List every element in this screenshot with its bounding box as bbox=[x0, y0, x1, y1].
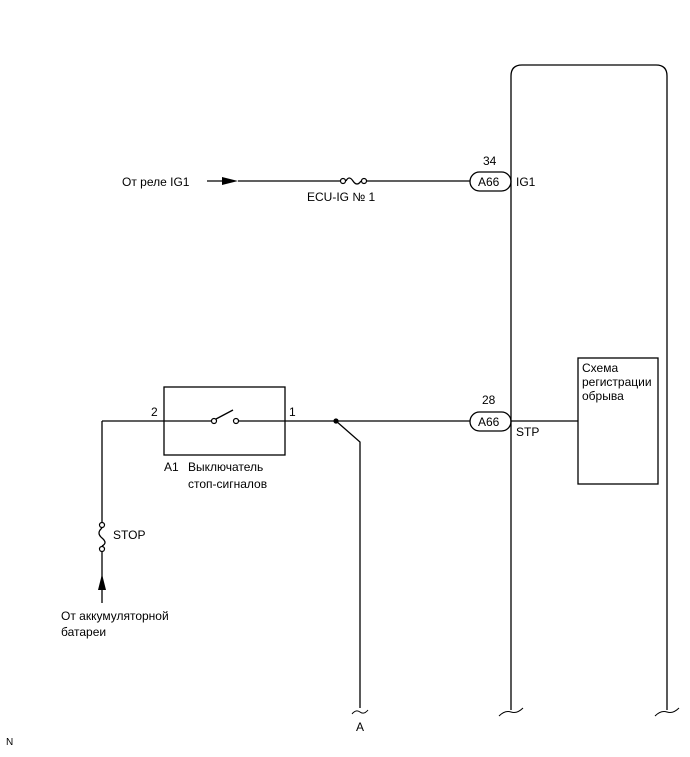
switch-pin-left: 2 bbox=[151, 405, 158, 419]
connector-top-pin: 34 bbox=[483, 154, 497, 168]
ecu-body bbox=[510, 64, 668, 710]
branch-break-icon bbox=[351, 709, 369, 715]
ecu-break-left bbox=[498, 707, 524, 717]
connector-stp-code: A66 bbox=[478, 415, 500, 429]
switch-contact-right bbox=[232, 417, 240, 425]
switch-contact-left bbox=[210, 417, 218, 425]
detect-circuit-line3: обрыва bbox=[582, 389, 624, 403]
battery-source-line2: батареи bbox=[61, 625, 106, 639]
connector-top-terminal: IG1 bbox=[516, 175, 536, 189]
connector-top-shape bbox=[469, 171, 512, 192]
branch-label: A bbox=[356, 720, 364, 734]
switch-lever-icon bbox=[215, 409, 234, 420]
detect-circuit-line2: регистрации bbox=[582, 375, 652, 389]
ecu-break-right bbox=[654, 707, 680, 717]
battery-arrow-icon bbox=[98, 574, 106, 590]
switch-code: A1 bbox=[164, 460, 179, 474]
fuse-ecu-terminal-right bbox=[360, 177, 368, 185]
detect-circuit-line1: Схема bbox=[582, 361, 618, 375]
switch-label-line2: стоп-сигналов bbox=[188, 477, 267, 491]
connector-stp-terminal: STP bbox=[516, 425, 539, 439]
connector-top-code: A66 bbox=[478, 175, 500, 189]
fuse-ecu-icon bbox=[345, 177, 362, 185]
corner-mark: N bbox=[6, 737, 13, 748]
fuse-stop-terminal-top bbox=[98, 521, 106, 529]
switch-label-line1: Выключатель bbox=[188, 460, 263, 474]
ig1-source-label: От реле IG1 bbox=[122, 175, 190, 189]
ig1-arrow-icon bbox=[222, 177, 238, 185]
switch-pin-right: 1 bbox=[289, 405, 296, 419]
fuse-ecu-label: ECU-IG № 1 bbox=[307, 190, 376, 204]
branch-wire bbox=[335, 420, 361, 708]
battery-source-line1: От аккумуляторной bbox=[61, 609, 169, 623]
connector-stp-pin: 28 bbox=[482, 393, 496, 407]
fuse-stop-label: STOP bbox=[113, 528, 145, 542]
fuse-stop-terminal-bottom bbox=[98, 545, 106, 553]
fuse-stop-icon bbox=[98, 527, 106, 547]
fuse-ecu-terminal-left bbox=[339, 177, 347, 185]
